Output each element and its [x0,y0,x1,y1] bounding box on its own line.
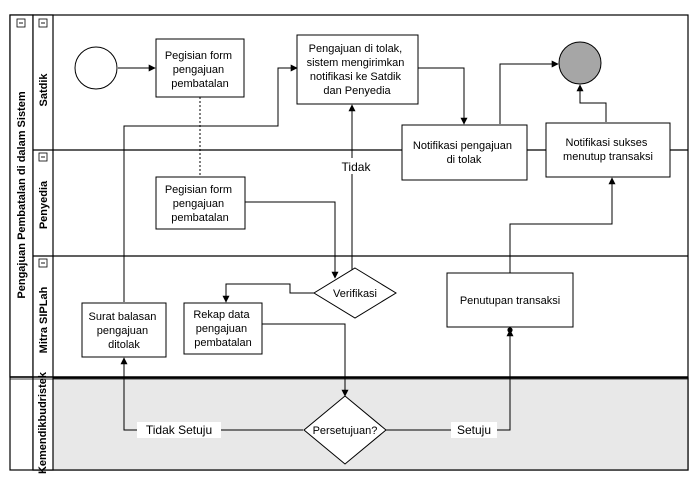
lane-title-kemendikbud: Kemendikbudristek [37,371,49,474]
task-form-satdik-line: pengajuan [173,64,224,76]
task-ditolak-line: Pengajuan di tolak, [309,43,403,55]
edge-penutupan-to-notif-sukses [509,177,616,273]
task-notif-sukses-line: menutup transaksi [563,151,653,163]
task-notifikasi-sukses[interactable]: Notifikasi sukses menutup transaksi [545,122,671,178]
gateway-verifikasi-label: Verifikasi [333,288,377,300]
task-rekap-line: pengajuan [196,323,247,335]
edge-label-tidak-setuju: Tidak Setuju [146,423,212,437]
collapse-icon[interactable] [16,18,26,28]
edges [118,60,616,431]
task-penutupan-transaksi[interactable]: Penutupan transaksi [446,272,574,328]
collapse-icon[interactable] [38,18,48,28]
collapse-icons [16,18,48,268]
lane-title-satdik: Satdik [38,73,50,107]
task-penutupan-label: Penutupan transaksi [460,295,560,307]
task-surat-line: Surat balasan [89,311,157,323]
svg-text:Surat balasan pengajuan: Surat balasan pengajuan ditolak [89,311,160,351]
edge-source-dot [507,327,513,333]
gateway-persetujuan[interactable]: Persetujuan? [303,395,387,465]
edge-surat-to-ditolak [123,64,298,302]
edge-form-penyedia-to-verifikasi [245,201,339,279]
svg-text:Notifikasi pengajuan di: Notifikasi pengajuan di tolak [413,140,515,166]
collapse-icon[interactable] [38,152,48,162]
task-notif-sukses-line: Notifikasi sukses [566,137,648,149]
end-event[interactable] [558,41,602,85]
task-rekap-line: pembatalan [194,337,252,349]
lane-title-mitra: Mitra SIPLah [38,286,50,353]
task-form-satdik-line: pembatalan [171,78,229,90]
lane-header-column [32,14,54,471]
task-notif-ditolak-line: Notifikasi pengajuan [413,140,512,152]
lane-title-penyedia: Penyedia [38,180,50,229]
gateway-persetujuan-label: Persetujuan? [313,425,378,437]
edge-notif-ditolak-to-end [499,60,559,124]
pool-title: Pengajuan Pembatalan di dalam Sistem [16,91,28,298]
task-ditolak-line: sistem mengirimkan [307,57,405,69]
svg-text:Rekap data pengajuan: Rekap data pengajuan pembatalan [193,309,252,349]
task-form-satdik[interactable]: Pegisian form pengajuan pembatalan [155,38,245,98]
edge-ditolak-to-notif-ditolak [418,67,468,125]
task-form-penyedia-line: pengajuan [173,198,224,210]
edge-persetujuan-to-penutupan [386,329,514,431]
svg-text:Notifikasi sukses menutu: Notifikasi sukses menutup transaksi [563,137,653,163]
task-surat-line: ditolak [108,339,140,351]
task-pengajuan-ditolak[interactable]: Pengajuan di tolak, sistem mengirimkan n… [296,34,419,105]
task-notif-ditolak-line: di tolak [447,154,482,166]
edge-label-setuju: Setuju [457,423,491,437]
task-notifikasi-ditolak[interactable]: Notifikasi pengajuan di tolak [401,124,528,181]
edge-persetujuan-to-surat [120,357,303,431]
edge-notif-sukses-to-end [576,84,607,122]
task-surat-balasan[interactable]: Surat balasan pengajuan ditolak [81,302,167,358]
edge-label-tidak: Tidak [342,160,372,174]
edge-rekap-to-persetujuan [262,323,349,397]
task-surat-line: pengajuan [97,325,148,337]
task-ditolak-line: dan Penyedia [323,85,391,97]
svg-text:Pegisian form pengajuan: Pegisian form pengajuan pembatalan [165,50,235,90]
task-ditolak-line: notifikasi ke Satdik [310,71,402,83]
svg-text:Pengajuan di tolak, sist: Pengajuan di tolak, sistem mengirimkan n… [307,43,408,97]
svg-text:Pegisian form pengajuan: Pegisian form pengajuan pembatalan [165,184,235,224]
start-event[interactable] [74,46,118,90]
task-form-penyedia-line: pembatalan [171,212,229,224]
gateway-verifikasi[interactable]: Verifikasi [313,267,397,319]
task-form-penyedia[interactable]: Pegisian form pengajuan pembatalan [155,176,246,230]
edge-labels: Tidak Tidak Setuju Setuju [137,158,497,438]
collapse-icon[interactable] [38,258,48,268]
task-rekap-line: Rekap data [193,309,250,321]
task-rekap-data[interactable]: Rekap data pengajuan pembatalan [183,302,263,355]
edge-verifikasi-to-rekap [222,283,315,303]
task-form-satdik-line: Pegisian form [165,50,232,62]
task-form-penyedia-line: Pegisian form [165,184,232,196]
